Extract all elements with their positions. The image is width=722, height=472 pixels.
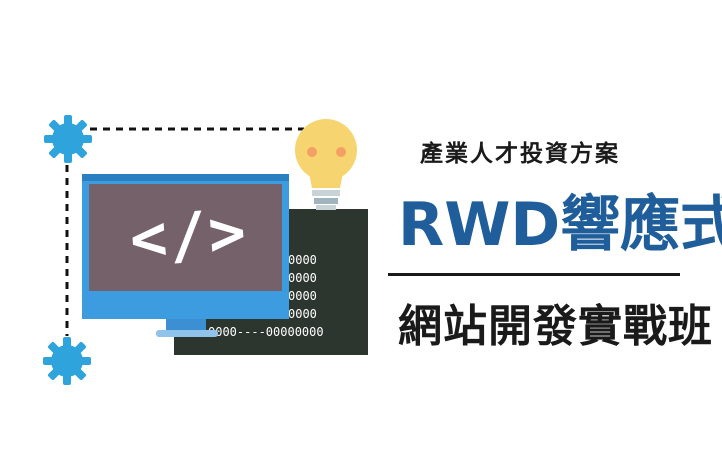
dashed-connector (65, 127, 304, 336)
course-title: RWD響應式 (398, 190, 722, 260)
code-line: 0000 (288, 289, 317, 303)
monitor-icon: </> (82, 174, 289, 337)
gear-icon (43, 337, 91, 385)
code-line: 0000----00000000 (208, 325, 324, 339)
light-bulb-icon (295, 119, 357, 210)
code-line: 0000 (288, 307, 317, 321)
program-subtitle: 產業人才投資方案 (420, 141, 620, 167)
gear-icon (44, 115, 92, 163)
title-divider (388, 273, 680, 276)
code-line: 0000 (288, 271, 317, 285)
code-line: 0000 (288, 253, 317, 267)
code-tag-label: </> (127, 195, 250, 276)
course-title-secondary: 網站開發實戰班 (398, 301, 713, 352)
